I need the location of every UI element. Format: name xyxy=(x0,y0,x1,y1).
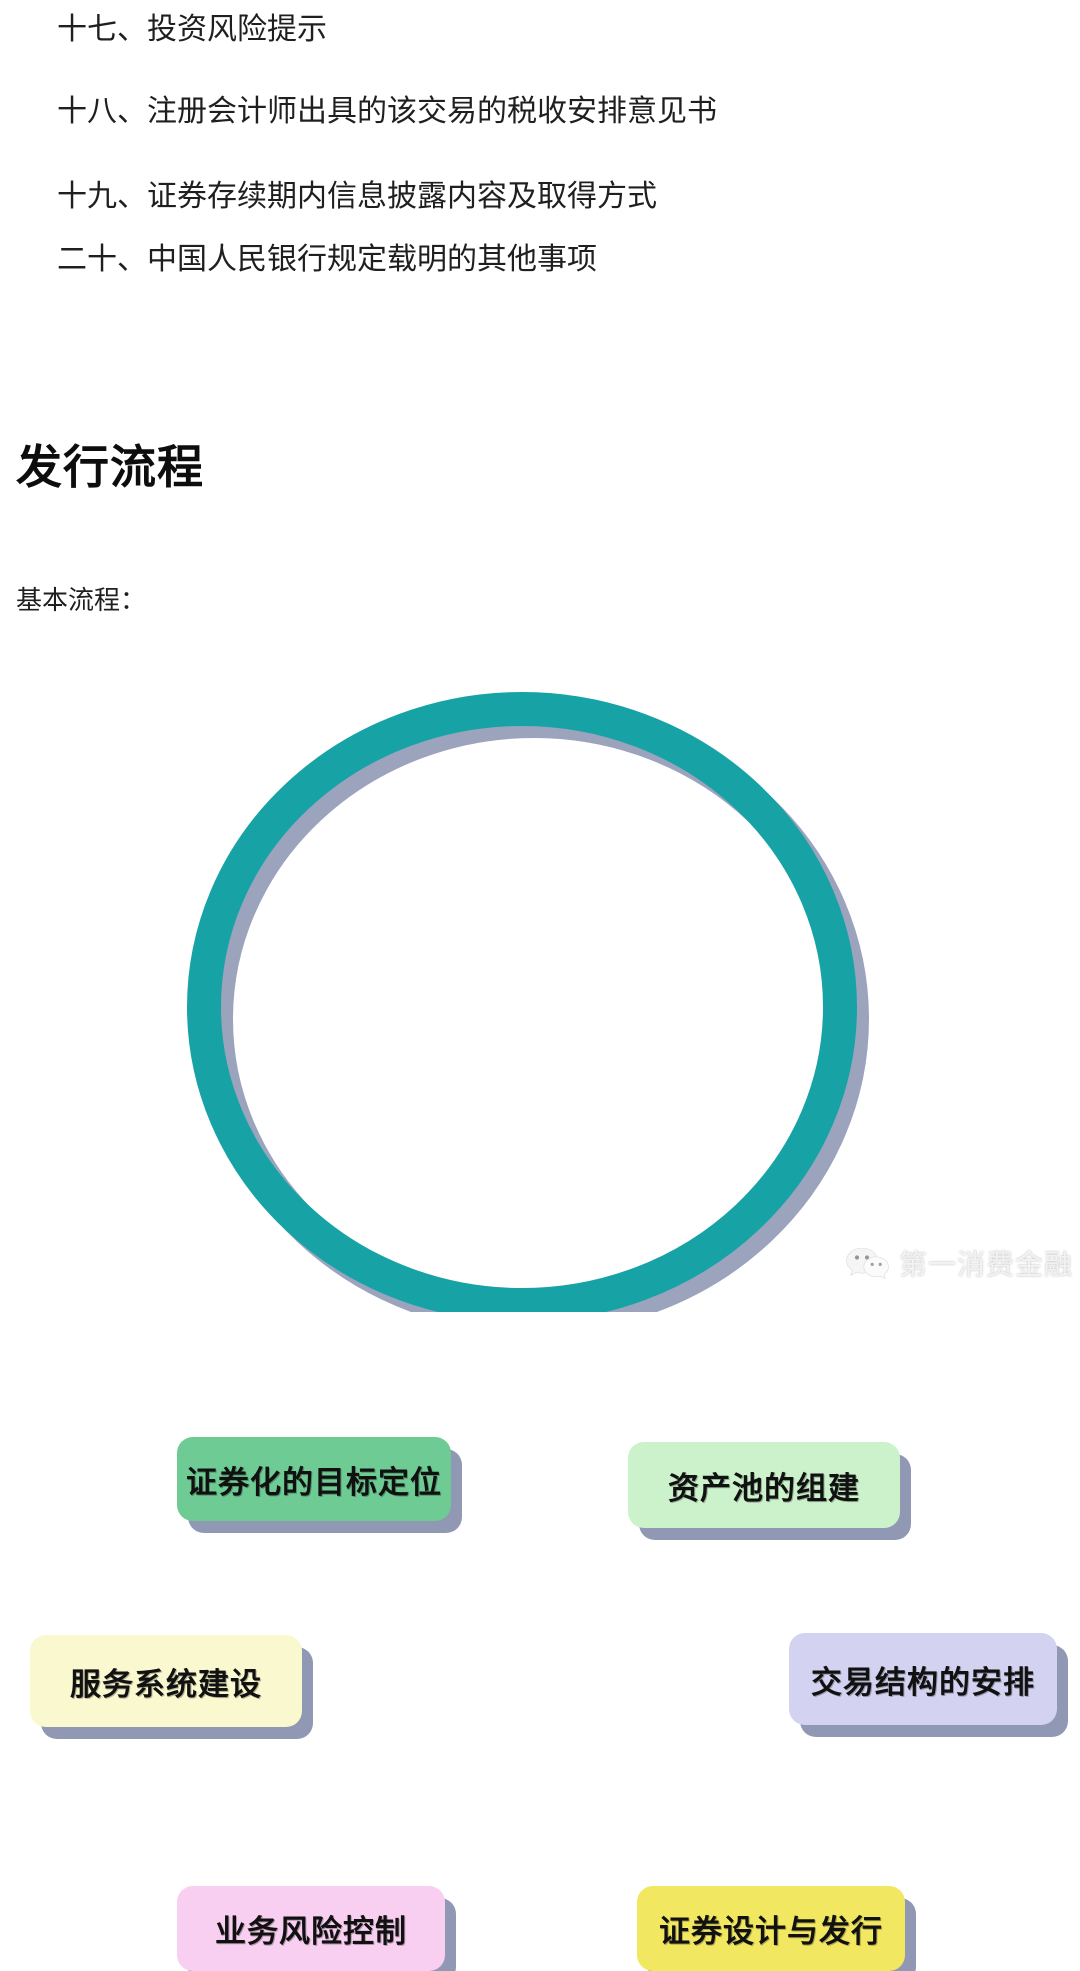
ring-main xyxy=(187,692,857,1312)
page-title: 发行流程 xyxy=(16,441,204,493)
cycle-node-label: 证券设计与发行 xyxy=(659,1914,883,1949)
cycle-node-service-system[interactable]: 服务系统建设 xyxy=(30,1635,302,1727)
cycle-node-label: 证券化的目标定位 xyxy=(186,1464,442,1500)
cycle-diagram: 证券化的目标定位 资产池的组建 服务系统建设 交易结构的安排 业务风险控制 证券… xyxy=(0,690,1080,1971)
cycle-node-label: 服务系统建设 xyxy=(70,1666,262,1702)
cycle-node-risk-control[interactable]: 业务风险控制 xyxy=(177,1886,445,1971)
section-subtitle: 基本流程： xyxy=(16,586,147,615)
wechat-icon xyxy=(846,1247,889,1280)
cycle-node-label: 业务风险控制 xyxy=(215,1914,407,1949)
cycle-node-label: 资产池的组建 xyxy=(668,1470,860,1506)
watermark-text: 第一消费金融 xyxy=(899,1250,1074,1281)
watermark: 第一消费金融 xyxy=(846,1243,1073,1283)
cycle-ring-graphic xyxy=(187,692,869,1312)
cycle-node-transaction-structure[interactable]: 交易结构的安排 xyxy=(789,1633,1057,1725)
outline-item: 十七、投资风险提示 xyxy=(57,13,327,46)
outline-item: 二十、中国人民银行规定载明的其他事项 xyxy=(57,243,597,276)
cycle-node-securitization-goal[interactable]: 证券化的目标定位 xyxy=(177,1437,451,1521)
cycle-node-securities-design[interactable]: 证券设计与发行 xyxy=(637,1886,905,1971)
outline-item: 十八、注册会计师出具的该交易的税收安排意见书 xyxy=(57,95,717,128)
cycle-node-asset-pool[interactable]: 资产池的组建 xyxy=(628,1442,900,1528)
cycle-node-label: 交易结构的安排 xyxy=(811,1664,1035,1700)
outline-item: 十九、证券存续期内信息披露内容及取得方式 xyxy=(57,180,657,213)
